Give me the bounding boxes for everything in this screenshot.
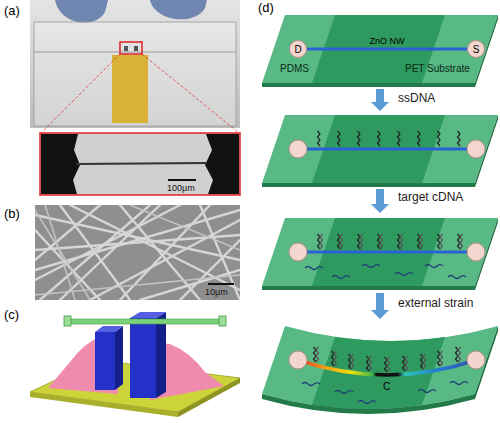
- scale-bar: [168, 179, 196, 181]
- substrate-slab: [262, 218, 498, 290]
- electrode-pad: D: [289, 40, 307, 58]
- pet-film: [34, 22, 236, 126]
- clamp-block: [95, 332, 115, 390]
- glove-finger: [150, 0, 207, 19]
- region-label: C: [383, 381, 390, 393]
- nanowires: [35, 205, 240, 300]
- panel-letter: (c): [4, 308, 19, 323]
- film-edge: [34, 52, 236, 53]
- clamp-top: [130, 312, 166, 318]
- step-arrow: [371, 89, 389, 111]
- bent-substrate: [262, 326, 498, 414]
- electrode-letter: D: [294, 44, 301, 55]
- scale-label: 10μm: [204, 287, 229, 297]
- clamp-top: [95, 326, 123, 332]
- electrode-right: [205, 134, 239, 194]
- device-photo: [30, 0, 240, 195]
- photo-ground: [30, 0, 240, 128]
- inset-micrograph: [40, 133, 240, 195]
- bending-stage: [30, 312, 240, 417]
- dsdna-hybrids: [318, 234, 463, 249]
- zoom-box: [120, 42, 142, 54]
- step-label: target cDNA: [398, 191, 463, 205]
- material-label: PET Substrate: [405, 63, 470, 75]
- wire-label: ZnO NW: [368, 36, 407, 46]
- panel-letter: (d): [258, 1, 274, 16]
- scale-label: 100μm: [166, 183, 196, 193]
- nanowire: [307, 48, 467, 51]
- electrode-letter: S: [473, 44, 480, 55]
- clamp-side: [115, 326, 123, 390]
- step-arrow: [371, 189, 389, 213]
- rod-end: [64, 316, 71, 326]
- dsdna-hybrids: [314, 347, 461, 372]
- contact-dot: [124, 46, 128, 51]
- free-cdna: [305, 265, 466, 279]
- contact-dot: [134, 46, 138, 51]
- glove-finger: [55, 0, 108, 23]
- step-arrow: [371, 293, 389, 319]
- clamp-block: [130, 318, 156, 398]
- panel-letter: (b): [4, 207, 20, 222]
- substrate-slab: [262, 115, 498, 187]
- ssdna-probes: [318, 131, 461, 146]
- sem-ground: [35, 205, 240, 300]
- scale-bar: [208, 283, 234, 285]
- electrode-pad: S: [467, 40, 485, 58]
- sem-image: [35, 205, 240, 300]
- free-cdna: [302, 382, 468, 404]
- zoom-line: [142, 54, 239, 133]
- material-label: PDMS: [280, 63, 309, 75]
- step-label: ssDNA: [398, 92, 435, 106]
- panel-letter: (a): [4, 4, 20, 19]
- electrode-left: [41, 134, 80, 194]
- zoom-line: [41, 54, 120, 133]
- step-label: external strain: [398, 297, 473, 311]
- screw-rod: [70, 319, 220, 324]
- rod-end: [219, 316, 226, 326]
- nanowire: [76, 163, 207, 164]
- substrate-slab: [262, 15, 498, 87]
- clamp-side: [156, 312, 166, 398]
- electrode-pad: [112, 55, 148, 123]
